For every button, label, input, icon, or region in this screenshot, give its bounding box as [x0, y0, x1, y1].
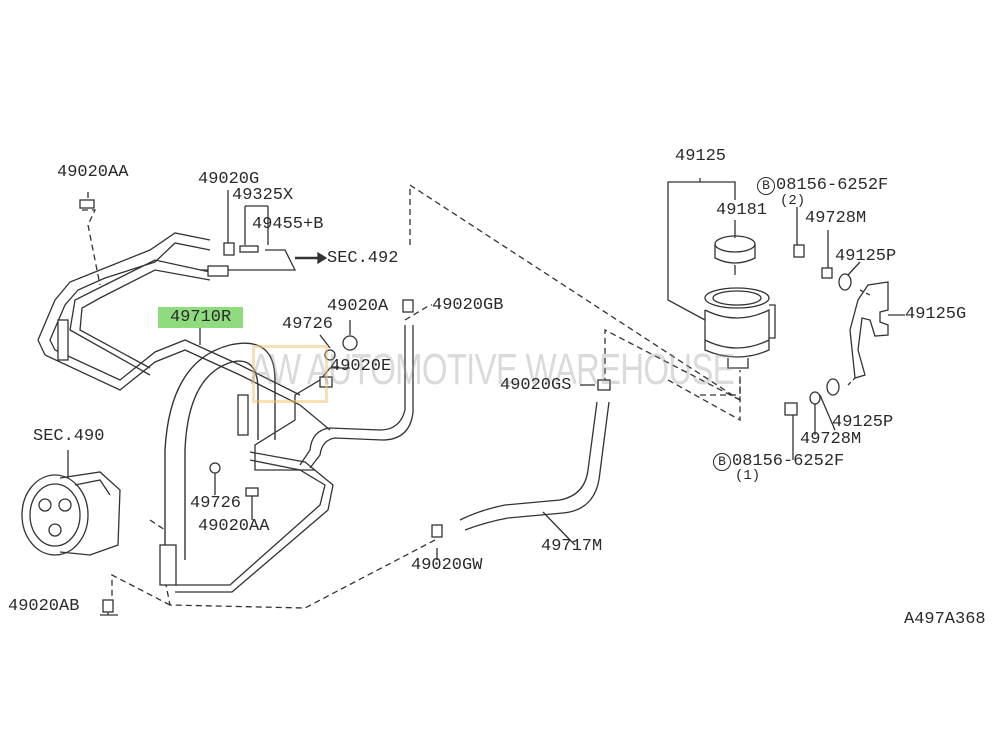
- watermark-logo-box: [252, 345, 328, 403]
- reservoir-cap: [714, 235, 756, 275]
- bolt-quantity-bottom: (1): [735, 468, 761, 484]
- part-label-49125P-bottom[interactable]: 49125P: [832, 413, 894, 432]
- part-label-49455B[interactable]: 49455+B: [252, 215, 324, 234]
- bolt-symbol-icon: B: [757, 177, 775, 195]
- return-hose-49020GB: [299, 325, 406, 466]
- reservoir-tank: [704, 287, 776, 369]
- bracket-49125G: [849, 281, 889, 379]
- pressure-tube-lower-inner: [175, 451, 334, 593]
- hose-49717M: [459, 401, 598, 521]
- part-label-49125G[interactable]: 49125G: [905, 305, 967, 324]
- pressure-tube-upper-inner: [49, 242, 301, 396]
- part-label-49020AB[interactable]: 49020AB: [8, 597, 80, 616]
- part-label-49710R-highlighted[interactable]: 49710R: [158, 307, 244, 328]
- watermark-logo: AW: [250, 345, 301, 394]
- bolt-symbol-icon: B: [713, 453, 731, 471]
- part-label-49125[interactable]: 49125: [675, 147, 727, 166]
- part-label-49717M[interactable]: 49717M: [541, 537, 603, 556]
- part-label-49020E[interactable]: 49020E: [330, 357, 392, 376]
- watermark: AW AUTOMOTIVE WAREHOUSE: [250, 345, 735, 395]
- part-label-49020AA-top[interactable]: 49020AA: [57, 163, 129, 182]
- part-label-49325X[interactable]: 49325X: [232, 186, 294, 205]
- part-label-49020GB[interactable]: 49020GB: [432, 296, 504, 315]
- return-hose-inner: [309, 325, 414, 469]
- hose-49717M-inner: [464, 401, 610, 531]
- bolt-part-number: 08156-6252F: [776, 176, 889, 195]
- part-label-49728M-top[interactable]: 49728M: [805, 209, 867, 228]
- hose-49710R-inner: [184, 360, 259, 560]
- part-label-49020GW[interactable]: 49020GW: [411, 556, 483, 575]
- section-ref-490[interactable]: SEC.490: [33, 427, 105, 446]
- power-steering-pump: [21, 471, 121, 556]
- part-label-49125P-top[interactable]: 49125P: [835, 247, 897, 266]
- return-tube-upper: [69, 259, 211, 376]
- pressure-tube-lower: [175, 459, 326, 586]
- watermark-text: AUTOMOTIVE WAREHOUSE: [307, 345, 735, 394]
- hose-49710R: [164, 342, 276, 560]
- part-label-49020G[interactable]: 49020G: [198, 170, 260, 189]
- bolt-quantity-top: (2): [780, 193, 806, 209]
- bolt-part-number: 08156-6252F: [732, 452, 845, 471]
- part-label-49726-top[interactable]: 49726: [282, 315, 334, 334]
- part-label-49728M-bottom[interactable]: 49728M: [800, 430, 862, 449]
- part-label-49020A[interactable]: 49020A: [327, 297, 389, 316]
- part-label-49181[interactable]: 49181: [716, 201, 768, 220]
- diagram-code: A497A368: [904, 610, 986, 629]
- part-label-49726-bottom[interactable]: 49726: [190, 494, 242, 513]
- part-label-49020GS[interactable]: 49020GS: [500, 376, 572, 395]
- return-tube-upper-inner: [79, 269, 211, 369]
- section-ref-492[interactable]: SEC.492: [327, 249, 399, 268]
- part-label-49020AA-bottom[interactable]: 49020AA: [198, 517, 270, 536]
- bolts-clamps: [57, 199, 852, 613]
- pressure-tube-upper: [37, 232, 331, 431]
